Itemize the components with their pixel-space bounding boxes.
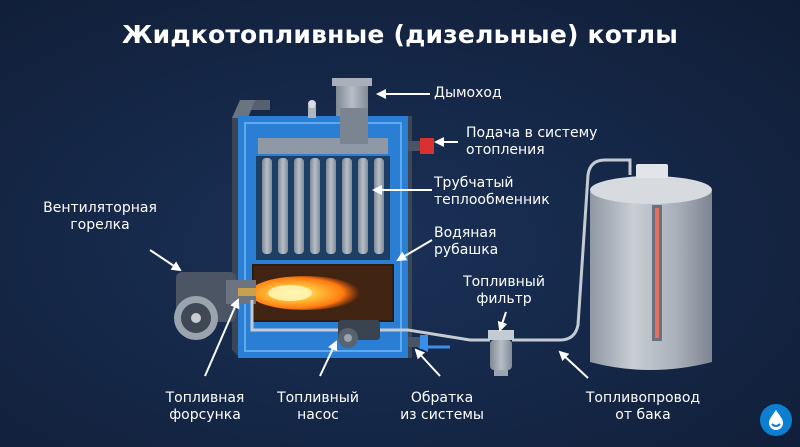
water-drop-logo-icon xyxy=(760,404,792,436)
supply-connection xyxy=(408,138,434,154)
fan-burner xyxy=(174,272,256,340)
label-chimney: Дымоход xyxy=(434,85,502,101)
fuel-pump xyxy=(338,320,380,348)
fuel-filter xyxy=(488,330,514,376)
combustion-chamber xyxy=(250,264,394,322)
fuel-lines xyxy=(250,158,632,342)
label-arrows xyxy=(149,89,589,379)
return-connection xyxy=(408,335,428,349)
heat-exchanger-top-collector xyxy=(258,138,388,154)
fuel-tank xyxy=(590,164,712,370)
page-title: Жидкотопливные (дизельные) котлы xyxy=(121,20,679,49)
chimney xyxy=(332,78,372,144)
heat-exchanger-tubes xyxy=(262,158,384,254)
gauge xyxy=(308,106,316,118)
